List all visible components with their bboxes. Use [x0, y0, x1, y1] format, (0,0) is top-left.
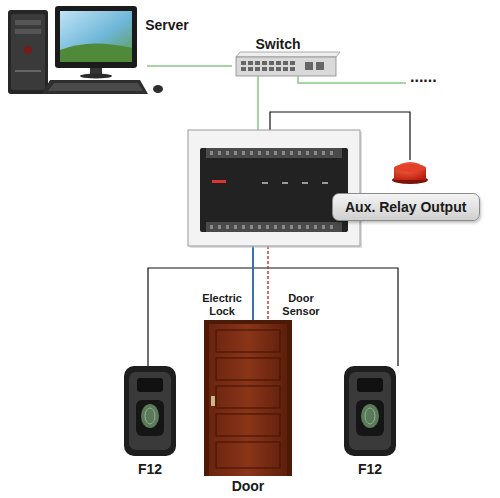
server-keyboard: [42, 80, 163, 94]
node-label: F12: [340, 461, 400, 477]
reader-node: F12: [120, 362, 180, 458]
door: [204, 320, 292, 476]
network-wire: [298, 76, 406, 83]
door-node: Door: [204, 320, 292, 476]
node-label: F12: [120, 461, 180, 477]
network-switch: [236, 52, 340, 76]
network-wire: [257, 76, 259, 131]
node-label: Door: [218, 478, 278, 494]
switch-node: Switch: [232, 34, 342, 80]
node-label: Switch: [250, 36, 306, 52]
fingerprint-reader: [344, 366, 396, 456]
lock-wire: [252, 246, 254, 322]
node-label: Server: [140, 17, 194, 33]
continuation-dots: ......: [410, 68, 470, 86]
server-monitor: [55, 6, 137, 79]
wire-label: Door Sensor: [273, 292, 329, 318]
access-controller: [188, 130, 362, 248]
network-cable: [147, 65, 232, 67]
wire-label: Electric Lock: [194, 292, 250, 318]
server-node: Server: [4, 4, 147, 98]
sensor-wire: [267, 246, 269, 322]
fingerprint-reader: [124, 366, 176, 456]
server-tower: [8, 10, 48, 94]
alarm-light: [392, 162, 428, 184]
reader-node: F12: [340, 362, 400, 458]
box-label: Aux. Relay Output: [345, 199, 467, 215]
relay-label-box: Aux. Relay Output: [332, 193, 480, 221]
